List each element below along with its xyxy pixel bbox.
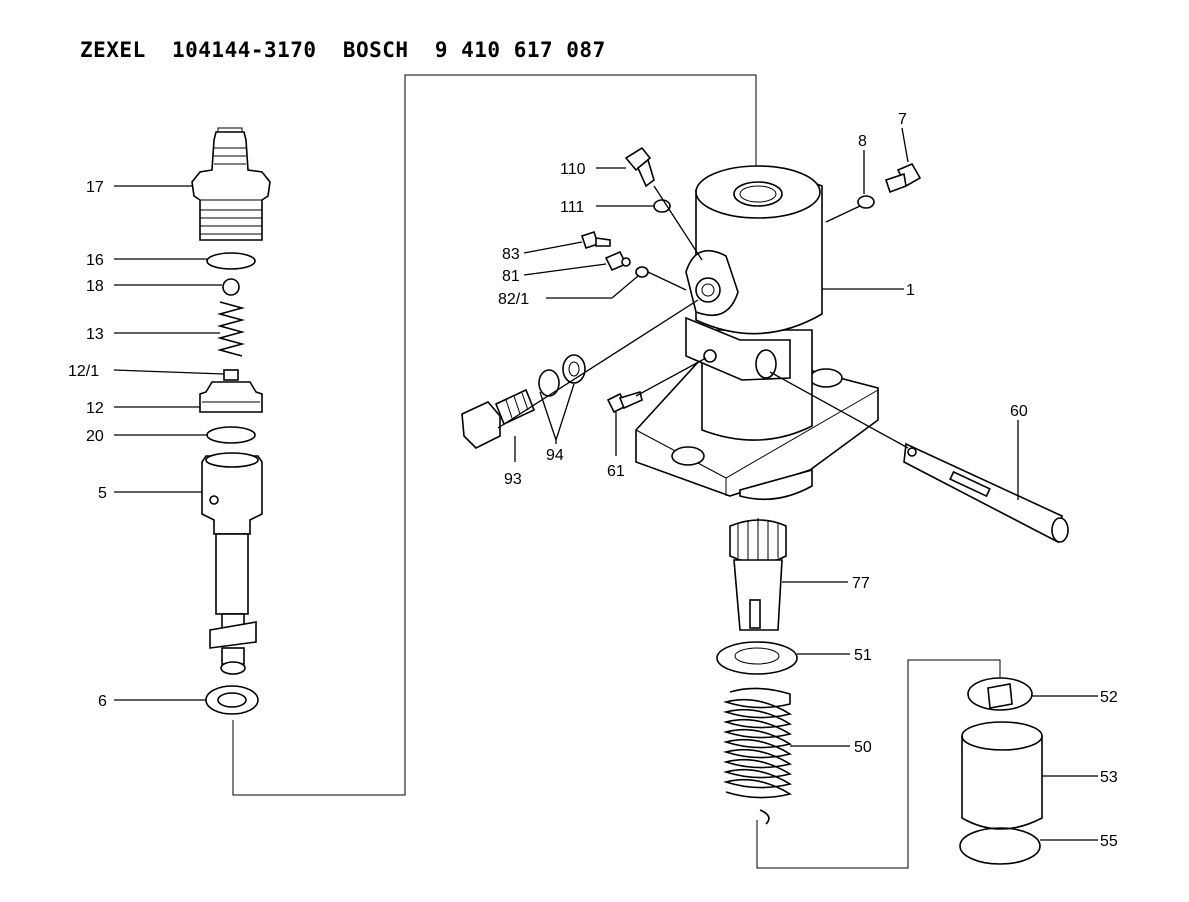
part-55-snap-ring bbox=[959, 827, 1041, 865]
part-94-washer-a bbox=[538, 369, 560, 397]
label-53: 53 bbox=[1100, 769, 1118, 786]
label-110: 110 bbox=[560, 161, 586, 178]
part-20-o-ring bbox=[206, 426, 256, 444]
label-12-1: 12/1 bbox=[68, 363, 99, 380]
label-111: 111 bbox=[560, 199, 584, 216]
label-94: 94 bbox=[546, 447, 564, 464]
part-51-spring-seat bbox=[716, 641, 798, 675]
label-1: 1 bbox=[906, 282, 915, 299]
connector-line-main bbox=[232, 74, 757, 796]
right-leader-lines bbox=[497, 127, 1098, 841]
part-77-control-sleeve bbox=[729, 518, 787, 631]
part-60-control-rod bbox=[903, 442, 1069, 544]
part-50-plunger-spring bbox=[723, 687, 793, 825]
label-12: 12 bbox=[86, 400, 104, 417]
part-12-valve-seat bbox=[199, 369, 263, 413]
part-110-screw bbox=[624, 146, 655, 188]
part-6-washer-hole bbox=[217, 692, 247, 708]
part-93-banjo-bolt bbox=[461, 388, 536, 449]
label-18: 18 bbox=[86, 278, 104, 295]
part-52-lower-seat bbox=[967, 677, 1033, 711]
label-52: 52 bbox=[1100, 689, 1118, 706]
label-83: 83 bbox=[502, 246, 520, 263]
part-81-nozzle bbox=[604, 250, 631, 272]
label-60: 60 bbox=[1010, 403, 1028, 420]
part-94-washer-b-hole bbox=[568, 361, 580, 377]
left-leader-lines bbox=[113, 185, 225, 701]
part-1-pump-housing bbox=[635, 165, 879, 501]
part-82-1-washer bbox=[635, 266, 649, 278]
label-6: 6 bbox=[98, 693, 107, 710]
label-61: 61 bbox=[607, 463, 625, 480]
part-7-screw bbox=[884, 162, 922, 194]
label-13: 13 bbox=[86, 326, 104, 343]
label-20: 20 bbox=[86, 428, 104, 445]
part-16-o-ring bbox=[206, 252, 256, 270]
part-8-washer bbox=[857, 195, 875, 209]
label-77: 77 bbox=[852, 575, 870, 592]
label-51: 51 bbox=[854, 647, 872, 664]
label-17: 17 bbox=[86, 179, 104, 196]
part-18-ball bbox=[222, 278, 240, 296]
label-50: 50 bbox=[854, 739, 872, 756]
label-16: 16 bbox=[86, 252, 104, 269]
label-8: 8 bbox=[858, 133, 867, 150]
connector-line-spring bbox=[756, 659, 1001, 869]
part-83-screw bbox=[580, 230, 611, 250]
label-93: 93 bbox=[504, 471, 522, 488]
part-5-barrel-plunger bbox=[201, 452, 263, 675]
label-5: 5 bbox=[98, 485, 107, 502]
label-82-1: 82/1 bbox=[498, 291, 529, 308]
label-55: 55 bbox=[1100, 833, 1118, 850]
label-81: 81 bbox=[502, 268, 520, 285]
diagram-title: ZEXEL 104144-3170 BOSCH 9 410 617 087 bbox=[80, 38, 606, 62]
part-53-tappet bbox=[961, 721, 1043, 830]
part-13-spring bbox=[216, 301, 246, 357]
label-7: 7 bbox=[898, 111, 907, 128]
part-17-valve-holder bbox=[191, 127, 271, 241]
